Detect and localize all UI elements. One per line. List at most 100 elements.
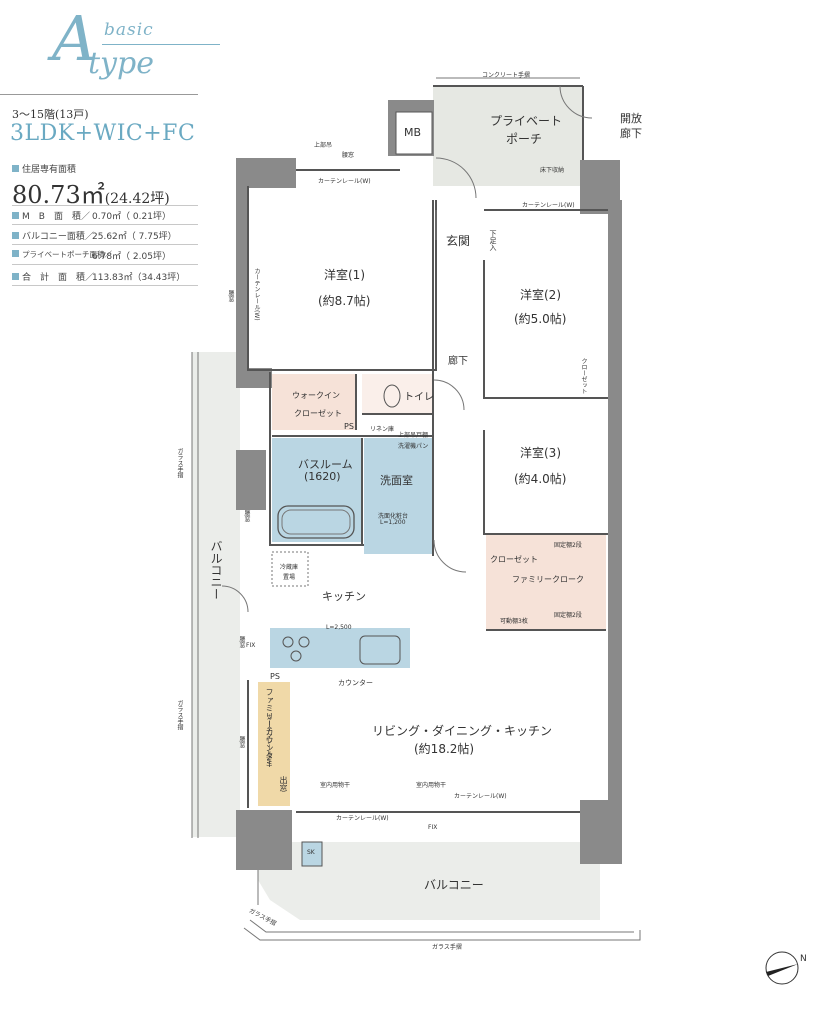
private-porch-label-2: ポーチ <box>506 132 543 146</box>
shoe-box-label: 下足入 <box>489 230 497 251</box>
curtain-rail-label-3: カーテンレール(W) <box>253 268 260 321</box>
info-divider <box>12 224 198 225</box>
concrete-rail-label: コンクリート手摺 <box>482 72 531 79</box>
info-row-porch: プライベートポーチ面積／ <box>12 249 112 260</box>
room-western-1-size: (約8.7帖) <box>318 294 371 308</box>
info-label: M B 面 積／ <box>22 212 90 222</box>
room-western-3-name: 洋室(3) <box>520 446 561 460</box>
fridge-label-2: 置場 <box>283 574 296 581</box>
logo-rule <box>102 44 220 45</box>
fridge-label-1: 冷蔵庫 <box>280 564 299 571</box>
porch-floor <box>433 86 583 186</box>
area-tsubo: (24.42坪) <box>104 191 170 207</box>
room-western-2-name: 洋室(2) <box>520 288 561 302</box>
sk-box <box>301 841 323 867</box>
railings <box>191 77 641 941</box>
bullet-icon <box>12 165 19 172</box>
curtain-rail-label-4: カーテンレール(W) <box>265 714 272 767</box>
bathroom-fill <box>272 438 362 542</box>
bathtub <box>277 505 355 539</box>
private-porch-label-1: プライベート <box>490 114 563 128</box>
family-counter-label: ファミリーカウンター <box>265 688 274 768</box>
porch-storage-label: 床下収納 <box>540 167 565 174</box>
bathroom-label-2: (1620) <box>304 470 341 483</box>
vanity-label-1: 洗面化粧台 <box>378 513 409 520</box>
info-divider <box>12 264 198 265</box>
info-divider <box>12 244 198 245</box>
bottom-balcony-floor <box>258 842 600 920</box>
sk-label: SK <box>307 849 315 856</box>
vanity-label-2: L=1,200 <box>380 519 406 526</box>
bullet-icon <box>12 250 19 257</box>
kitchen-sink <box>359 635 401 665</box>
ldk-label-2: (約18.2帖) <box>414 742 475 756</box>
room-western-3-size: (約4.0帖) <box>514 472 567 486</box>
info-value-balcony: 25.62㎡（ 7.75坪） <box>92 232 177 242</box>
info-divider <box>12 205 198 206</box>
room-western-1-name: 洋室(1) <box>324 268 365 282</box>
closet-label: クローゼット <box>490 555 538 564</box>
info-value-total: 113.83㎡（34.43坪） <box>92 273 186 283</box>
family-cloak-fill <box>486 534 606 630</box>
info-label: プライベートポーチ面積／ <box>22 250 112 259</box>
washer-pan-label: 洗濯機パン <box>398 443 429 450</box>
hallway-label: 廊下 <box>448 356 468 367</box>
walls <box>247 85 608 813</box>
bullet-icon <box>12 232 19 239</box>
bay-window-label: 出窓 <box>279 776 288 792</box>
floors-text: 3〜15階(13戸) <box>12 108 89 121</box>
area-value: 80.73㎡(24.42坪) <box>12 175 170 210</box>
bathtub-inner <box>281 509 351 535</box>
door-swings <box>221 85 593 613</box>
compass-north-label: N <box>800 954 807 964</box>
toilet-fill <box>362 374 434 414</box>
mb-label: MB <box>404 126 422 139</box>
info-divider <box>12 285 198 286</box>
info-label: 合 計 面 積／ <box>22 273 95 283</box>
fix-label-2: FIX <box>428 824 438 831</box>
stove-burners <box>282 636 310 662</box>
compass-icon <box>765 951 799 985</box>
room-western-2-size: (約5.0帖) <box>514 312 567 326</box>
curtain-rail-label-2: カーテンレール(W) <box>522 202 575 209</box>
glass-rail-label-1: ガラス手摺 <box>176 448 183 478</box>
logo-subtitle: basic <box>104 20 154 40</box>
info-row-total: 合 計 面 積／ <box>12 270 94 283</box>
info-row-balcony: バルコニー面積／ <box>12 229 94 242</box>
kitchen-length-label: L=2,500 <box>326 624 352 631</box>
walkin-label-1: ウォークイン <box>292 391 340 400</box>
indoor-dryer-label-2: 室内用物干 <box>416 782 447 789</box>
header-divider <box>0 94 198 95</box>
fix-label-1: FIX <box>246 642 256 649</box>
open-corridor-label-1: 開放 <box>620 112 642 125</box>
glass-rail-label-2: ガラス手摺 <box>176 700 183 730</box>
window-label-1: 腰窓 <box>342 152 355 159</box>
bullet-icon <box>12 212 19 219</box>
area-label: 住居専有面積 <box>12 162 76 175</box>
info-value-porch: 6.78㎡（ 2.05坪） <box>92 252 171 262</box>
mb-box <box>395 111 433 155</box>
entrance-label: 玄関 <box>446 234 471 248</box>
info-row-mb: M B 面 積／ <box>12 209 90 222</box>
washroom-fill <box>364 438 434 554</box>
open-corridor-label-2: 廊下 <box>620 127 642 140</box>
fixed-shelf-label-2: 固定棚2段 <box>554 612 582 619</box>
ps-label: PS <box>344 422 354 431</box>
family-cloak-label: ファミリークローク <box>512 575 584 584</box>
movable-shelf-label: 可動棚3枚 <box>500 618 528 625</box>
window-label-2: 腰窓 <box>227 290 234 302</box>
balcony-bottom-label: バルコニー <box>424 878 484 892</box>
bathroom-label-1: バスルーム <box>298 458 353 471</box>
left-balcony-floor <box>192 352 240 837</box>
kitchen-counter-fill <box>270 628 410 668</box>
balcony-left-label: バルコニー <box>209 540 223 600</box>
curtain-rail-label-5: カーテンレール(W) <box>336 815 389 822</box>
area-label-text: 住居専有面積 <box>22 165 77 175</box>
logo-word: type <box>88 46 154 81</box>
window-label-4: 腰窓 <box>238 636 245 648</box>
upper-shelf-label: 上部吊 <box>314 142 333 149</box>
walkin-label-2: クローゼット <box>294 409 342 418</box>
window-label-3: 腰窓 <box>243 510 250 522</box>
closet-small-label: クローゼット <box>580 358 587 394</box>
